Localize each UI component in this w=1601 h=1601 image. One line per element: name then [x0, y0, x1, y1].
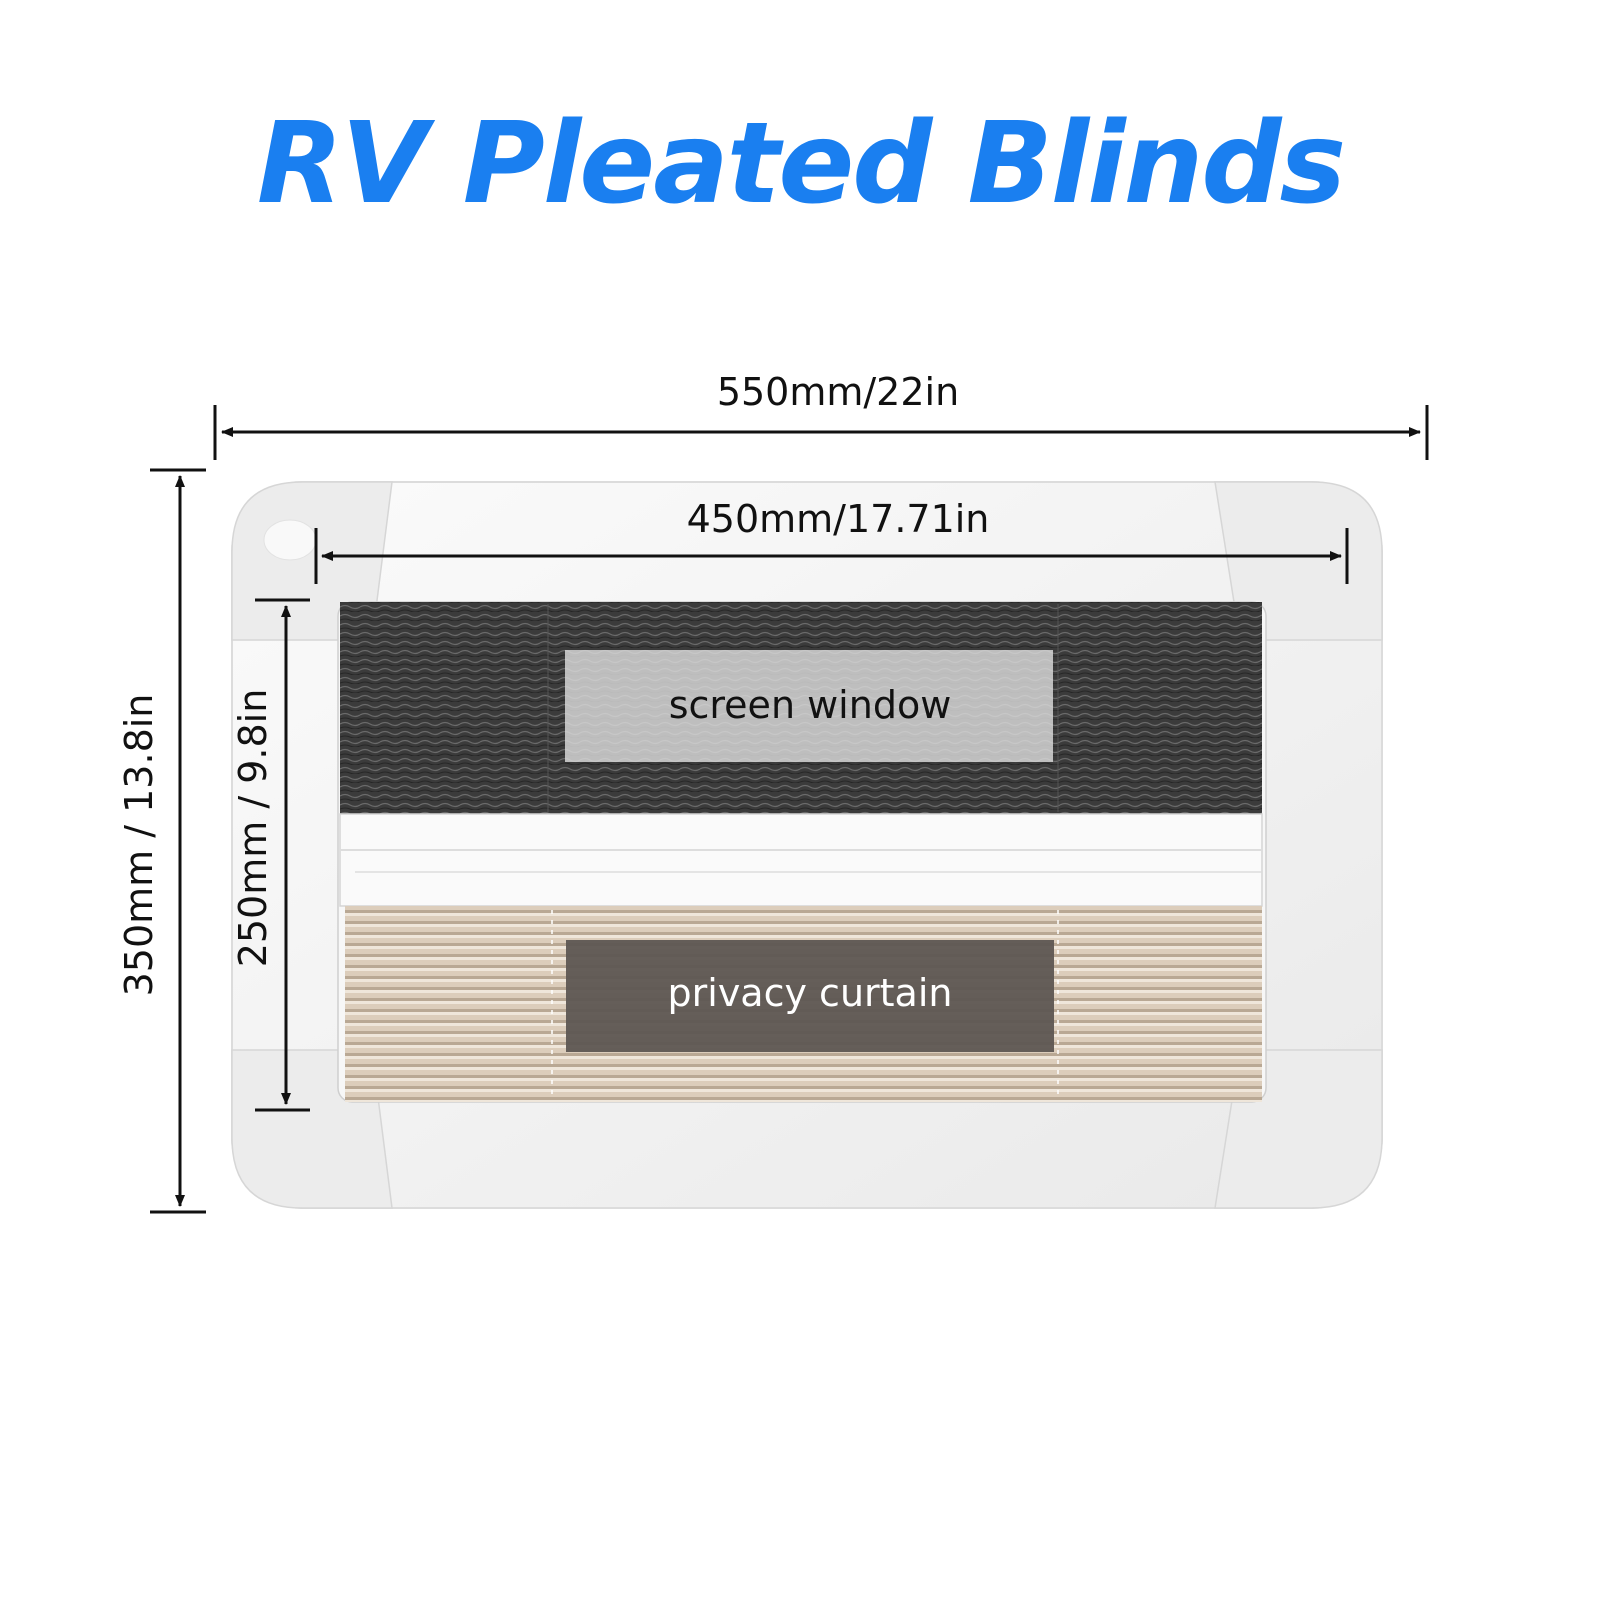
- privacy-label-box: [566, 940, 1054, 1052]
- outer-width-dimension: 550mm/22in: [213, 370, 1429, 460]
- inner-width-dimension: 450mm/17.71in: [314, 497, 1349, 584]
- page-title: RV Pleated Blinds: [256, 99, 1346, 229]
- outer-height-label: 350mm / 13.8in: [117, 694, 161, 997]
- outer-width-label: 550mm/22in: [717, 370, 959, 414]
- screen-window-panel: [340, 602, 1262, 814]
- inner-height-dimension: 250mm / 9.8in: [231, 598, 310, 1112]
- center-rail: [339, 813, 1263, 907]
- screen-label-box: [565, 650, 1053, 762]
- privacy-curtain-panel: [345, 906, 1262, 1102]
- privacy-curtain-label: privacy curtain: [668, 971, 953, 1015]
- inner-height-label: 250mm / 9.8in: [231, 689, 275, 968]
- screen-window-label: screen window: [669, 683, 952, 727]
- inner-width-label: 450mm/17.71in: [687, 497, 990, 541]
- outer-height-dimension: 350mm / 13.8in: [117, 468, 206, 1214]
